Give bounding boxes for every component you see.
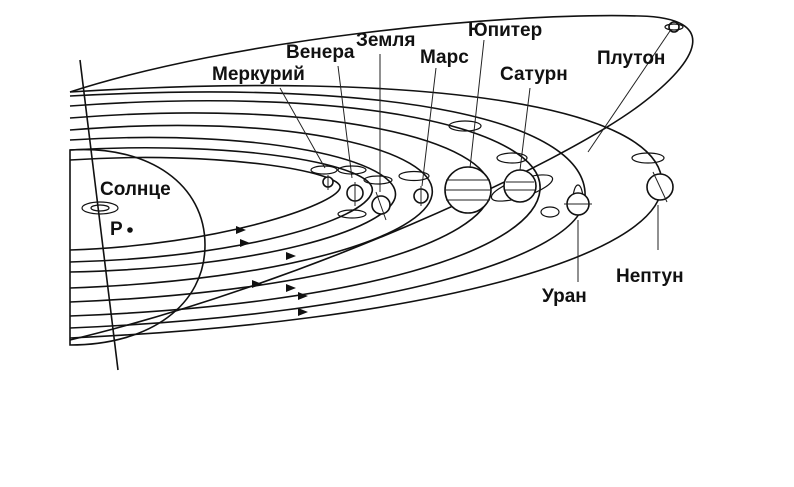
orbit-mercury [69,156,341,251]
planet-saturn [490,152,560,218]
label-earth: Земля [356,30,415,51]
sun [69,148,206,346]
label-neptune: Нептун [616,266,684,287]
arrow-venus [240,239,250,247]
arrow-uranus [298,308,308,316]
planet-mercury [310,165,338,190]
planet-neptune [631,152,674,203]
label-mars: Марс [420,47,469,68]
sun-axis-line [79,59,119,371]
arrow-earth [286,252,296,260]
label-pluto: Плутон [597,48,665,69]
label-perihelion: P [110,219,123,240]
arrow-mercury [236,226,246,234]
perihelion-dot [127,227,133,233]
label-uranus: Уран [542,286,587,307]
orbit-pluto [69,14,694,341]
arrow-saturn [298,292,308,300]
sun-rotation-ring [81,201,119,215]
label-jupiter: Юпитер [468,20,542,41]
orbit-mars [69,124,433,289]
orbit-direction-arrows [236,226,308,316]
leader-lines [279,27,673,282]
orbit-venus [69,146,373,263]
arrow-jupiter [286,284,296,292]
arrow-mars [252,280,262,288]
planet-jupiter [444,120,492,214]
label-saturn: Сатурн [500,64,568,85]
label-mercury: Меркурий [212,64,305,85]
planet-uranus [564,184,592,216]
planet-venus [337,165,367,219]
planet-earth [363,175,393,221]
planet-mars [398,170,430,206]
label-venus: Венера [286,42,355,63]
label-sun: Солнце [100,179,171,200]
planet-pluto [664,21,684,33]
orbit-earth [69,136,397,273]
orbit-uranus [69,91,586,329]
